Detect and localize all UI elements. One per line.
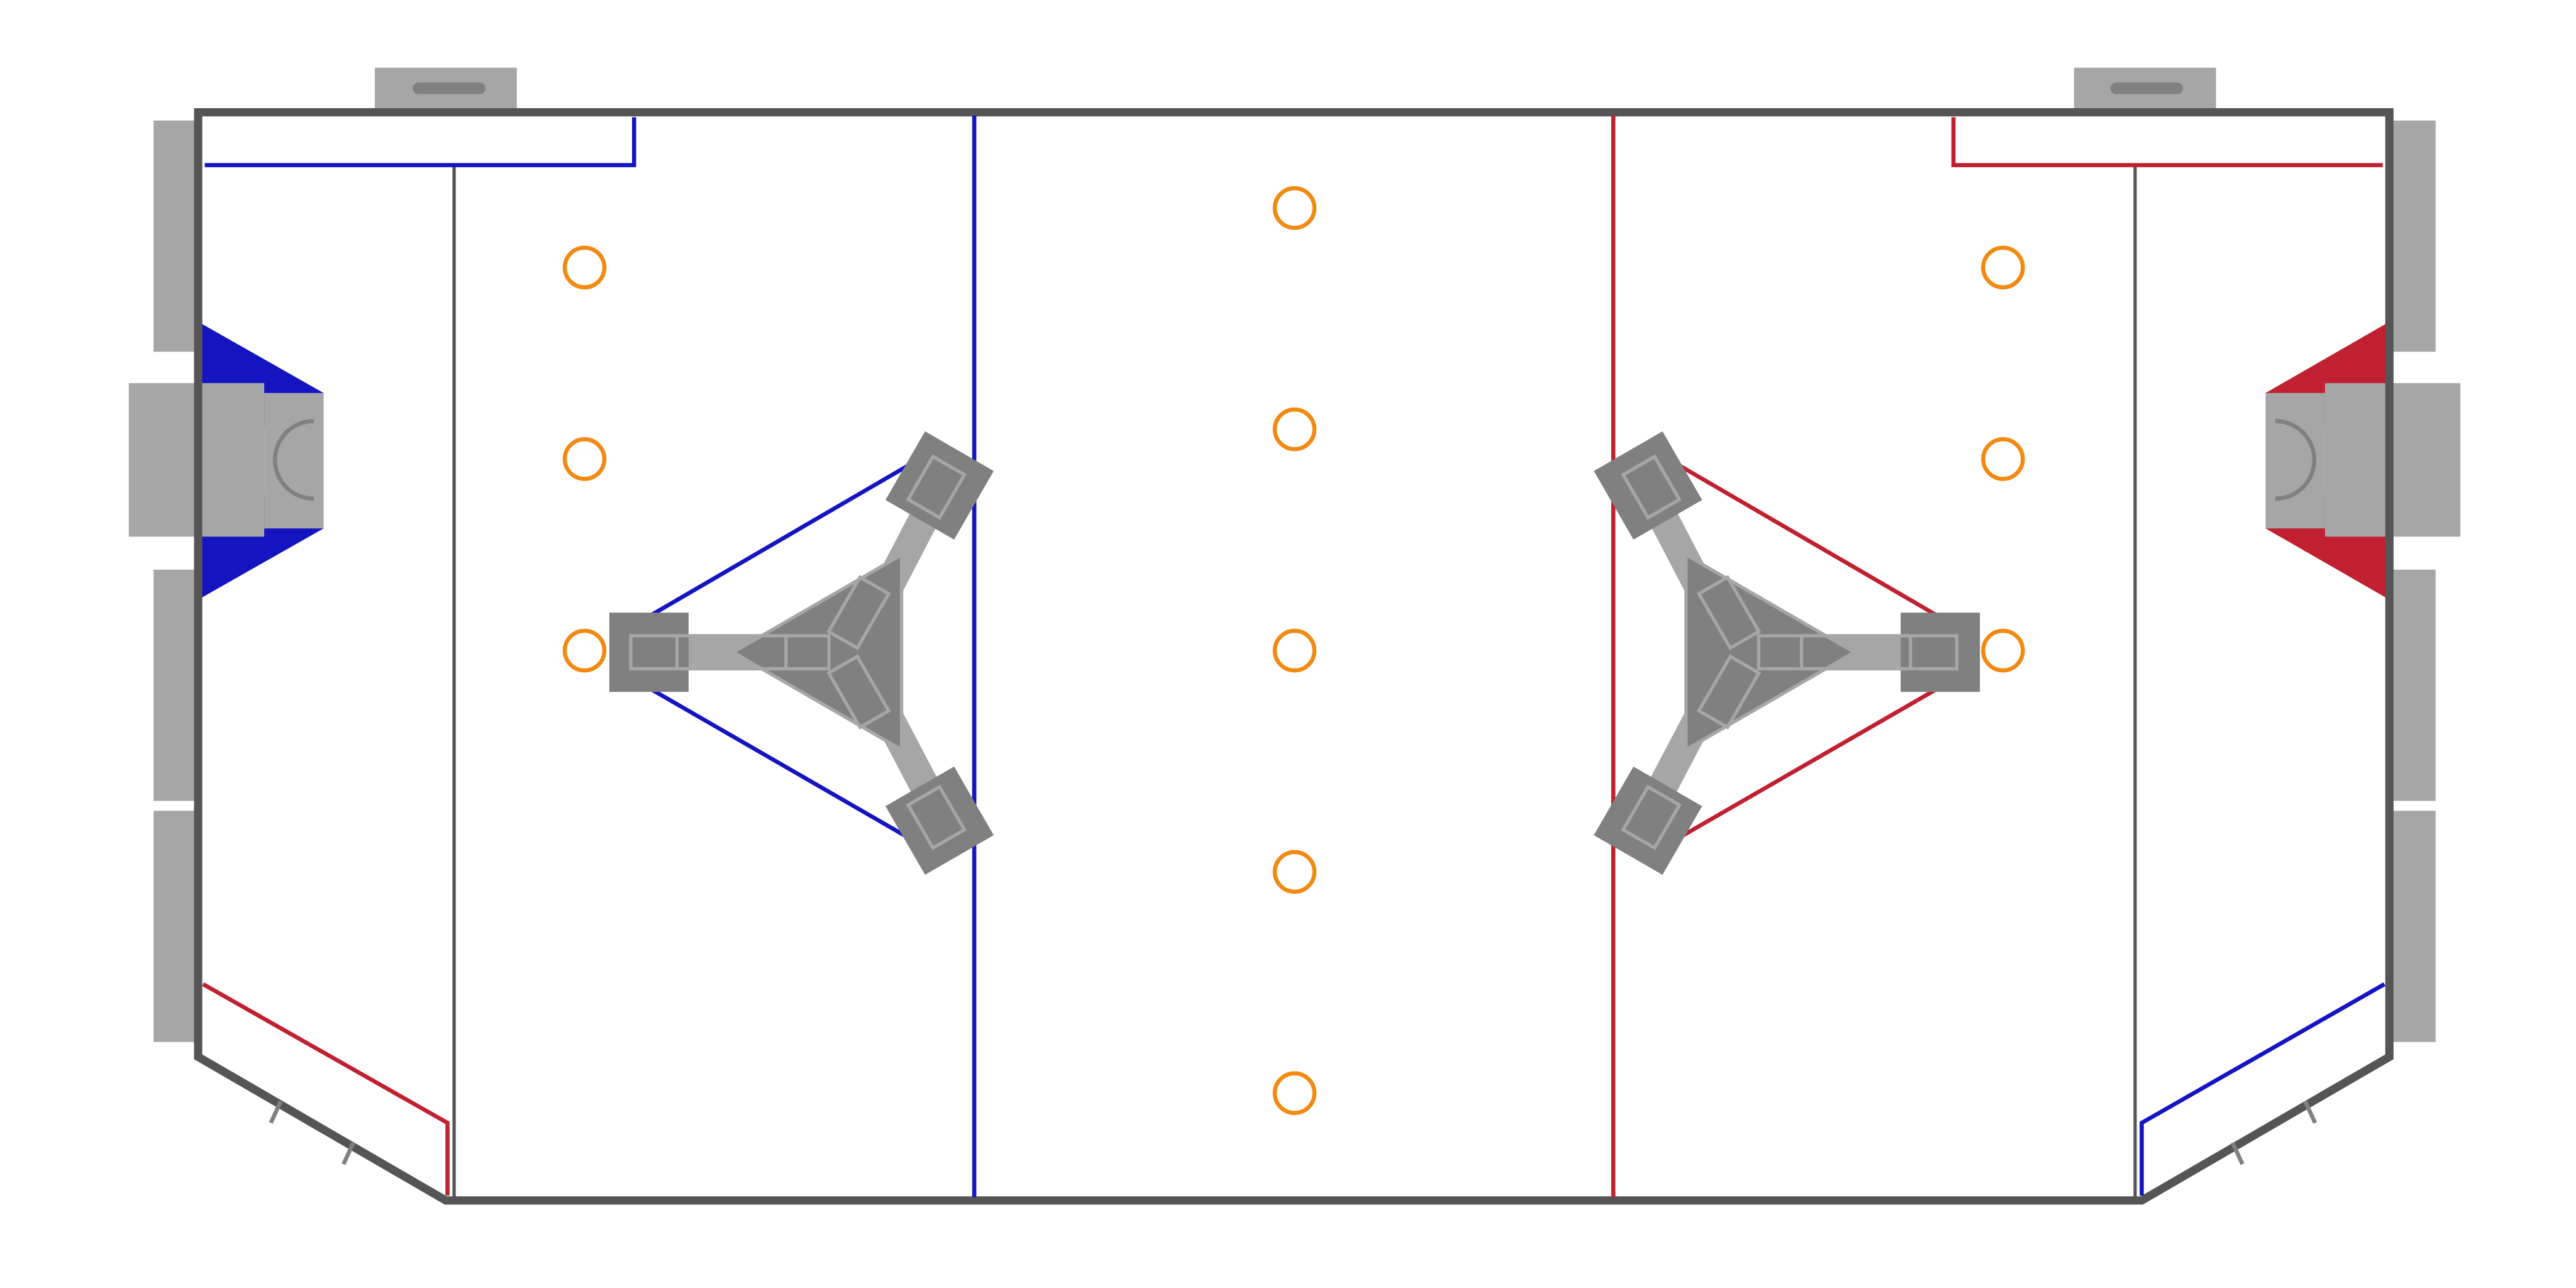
structure-detail bbox=[1621, 454, 1682, 520]
structure-detail bbox=[1757, 634, 1959, 671]
ring-marker-icon bbox=[562, 245, 607, 290]
structure-detail bbox=[1621, 784, 1682, 850]
ring-marker-icon bbox=[1272, 628, 1317, 673]
corner-ticks bbox=[269, 1100, 2318, 1165]
corner-tick bbox=[2230, 1141, 2245, 1165]
tripod-structure-icon bbox=[1594, 431, 1980, 875]
corner-tick bbox=[2303, 1100, 2318, 1124]
ring-marker-icon bbox=[562, 437, 607, 481]
right-wall-panels bbox=[2389, 120, 2436, 1042]
ring-marker-icon bbox=[1272, 850, 1317, 894]
goal-icon bbox=[272, 419, 314, 501]
ring-marker-icon bbox=[1272, 186, 1317, 230]
right-panel-3 bbox=[2389, 811, 2436, 1042]
structure-foot bbox=[1901, 613, 1980, 692]
ring-marker-icon bbox=[1272, 1071, 1317, 1115]
corner-tick bbox=[341, 1141, 355, 1165]
structure-detail bbox=[1696, 654, 1762, 730]
red-corner-zone bbox=[1951, 117, 2383, 167]
ring-marker-icon bbox=[1272, 407, 1317, 452]
structure-hub bbox=[730, 552, 904, 753]
structure-detail bbox=[1696, 575, 1762, 651]
left-panel-2 bbox=[153, 569, 200, 801]
blue-bottom-zone bbox=[2140, 982, 2386, 1196]
ring-marker-icon bbox=[1981, 437, 2025, 481]
structure-foot bbox=[885, 766, 994, 875]
structure-detail bbox=[906, 454, 967, 520]
right-panel-2 bbox=[2389, 569, 2436, 801]
structure-detail bbox=[826, 654, 891, 730]
left-panel-1 bbox=[153, 120, 200, 352]
tripod-structure-icon bbox=[609, 431, 994, 875]
left-panel-3 bbox=[153, 811, 200, 1042]
ring-markers bbox=[562, 186, 2025, 1115]
right-panel-1 bbox=[2389, 120, 2436, 352]
right-goal-mouth bbox=[2265, 392, 2325, 529]
ring-marker-icon bbox=[1981, 245, 2025, 290]
left-wall-panels bbox=[153, 120, 200, 1042]
goal-icon bbox=[2275, 419, 2317, 501]
ring-marker-icon bbox=[1981, 628, 2025, 673]
top-fixture-left-slot bbox=[413, 82, 486, 94]
top-fixture-right-slot bbox=[2110, 82, 2184, 94]
structure-detail bbox=[906, 784, 967, 850]
structure-hub bbox=[1684, 552, 1858, 753]
top-fixtures bbox=[375, 67, 2216, 113]
field-floor bbox=[198, 112, 2390, 1201]
structure-foot bbox=[885, 431, 994, 540]
structure-foot bbox=[1594, 766, 1702, 875]
left-goal-mouth bbox=[264, 392, 324, 529]
ring-marker-icon bbox=[562, 628, 607, 673]
blue-corner-zone bbox=[204, 117, 636, 167]
structure-foot bbox=[1594, 431, 1702, 540]
structure-detail bbox=[826, 575, 891, 651]
red-bottom-zone bbox=[202, 982, 450, 1196]
field-perimeter bbox=[194, 108, 2394, 1205]
structure-detail bbox=[629, 634, 831, 671]
corner-tick bbox=[269, 1100, 283, 1124]
